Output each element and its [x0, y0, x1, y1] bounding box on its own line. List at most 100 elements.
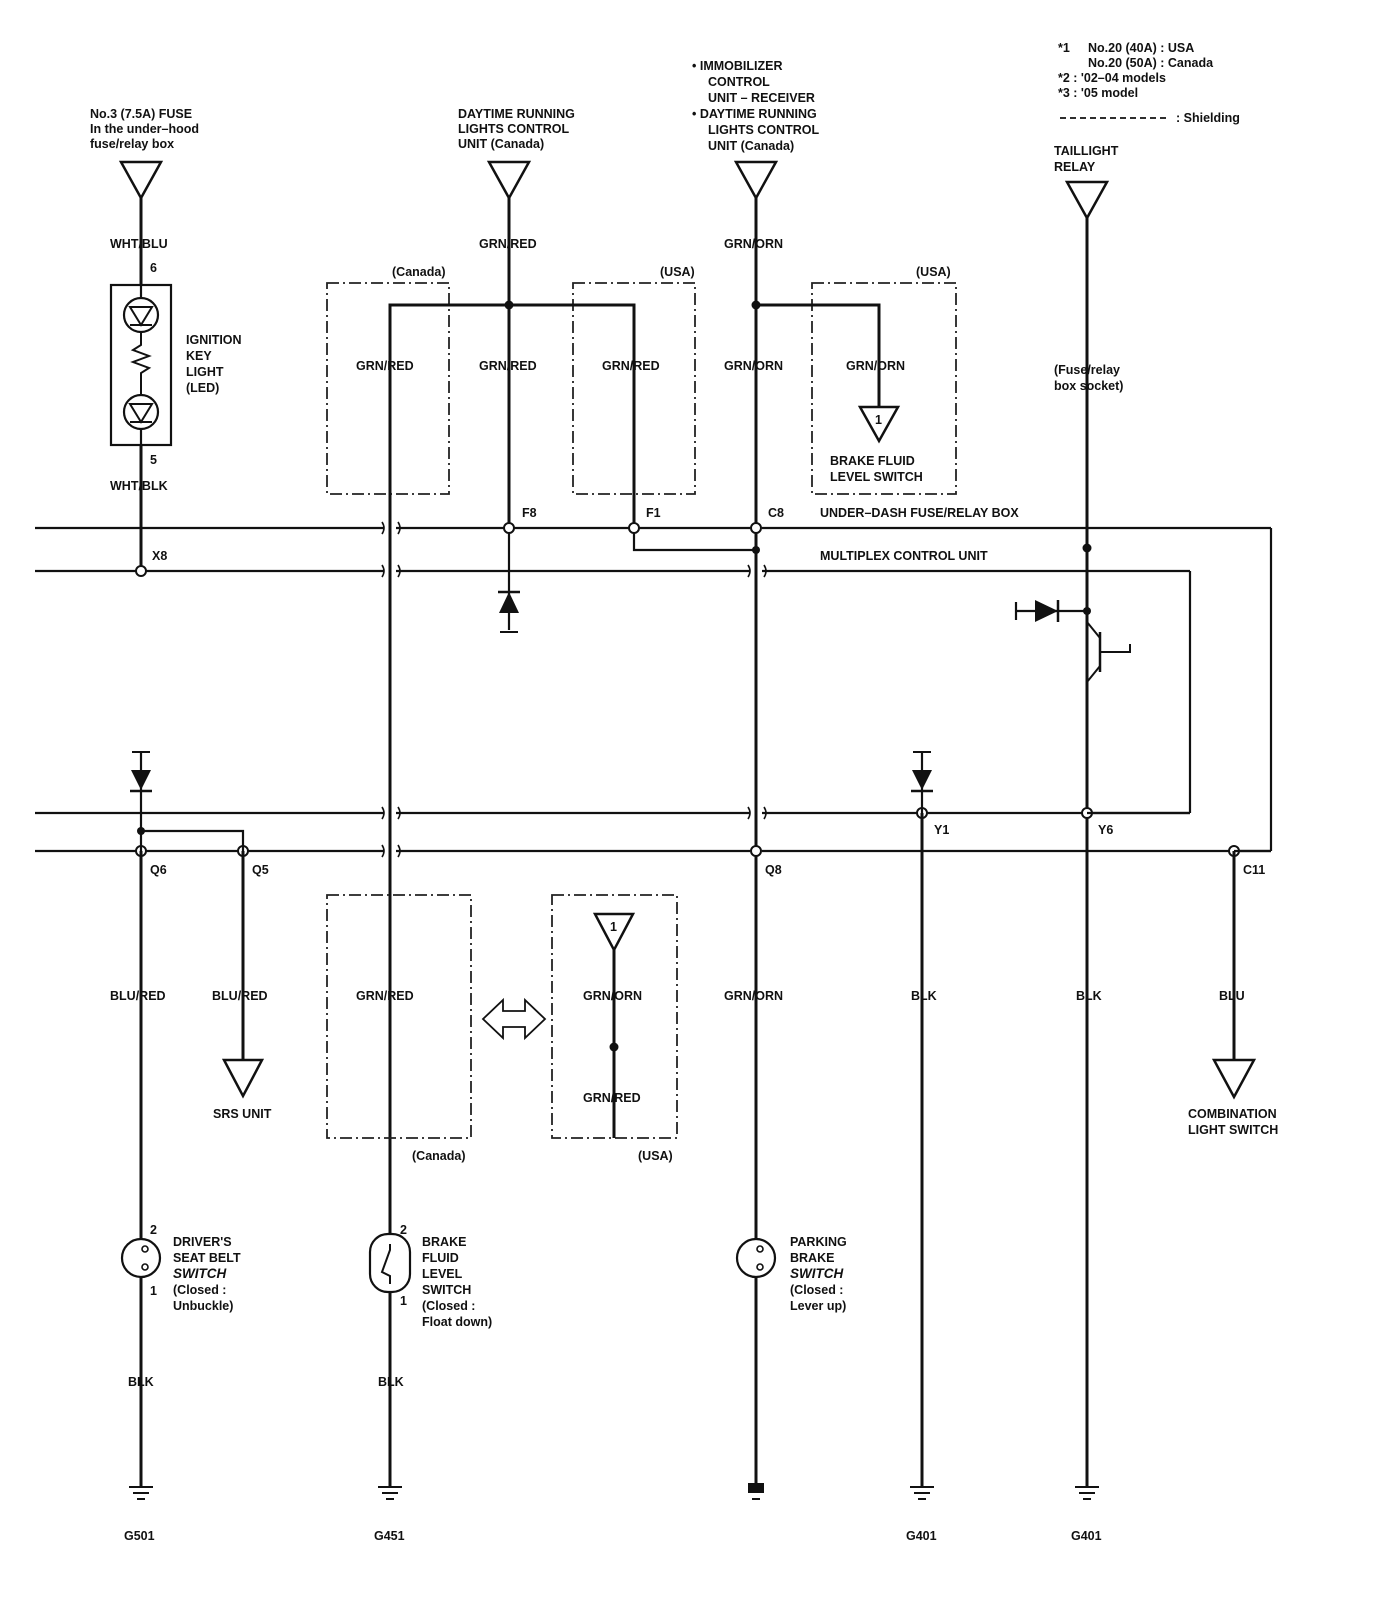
notes-block: *1 No.20 (40A) : USA No.20 (50A) : Canad… — [1058, 41, 1240, 125]
lower-region-boxes: GRN/RED (Canada) (USA) 1 GRN/ORN GRN/RED — [326, 894, 678, 1163]
ignition-label-4: (LED) — [186, 381, 219, 395]
socket-label-1: (Fuse/relay — [1054, 363, 1120, 377]
region-usa-upper-1 — [572, 282, 696, 495]
combination-label-1: COMBINATION — [1188, 1107, 1277, 1121]
terminal-q8 — [750, 845, 762, 857]
region-usa-upper-2-label: (USA) — [916, 265, 951, 279]
wire-q6-q5-link — [141, 829, 245, 851]
source-immobilizer: • IMMOBILIZER CONTROL UNIT – RECEIVER • … — [692, 59, 819, 201]
terminal-y1-label: Y1 — [934, 823, 949, 837]
brakefluid-label-4: SWITCH — [422, 1283, 471, 1297]
led-upper-diode — [128, 306, 154, 327]
ground-g401-icon — [910, 1486, 934, 1500]
wire-label-blk-taillight: BLK — [1076, 989, 1102, 1003]
taillight-label-2: RELAY — [1054, 160, 1096, 174]
ground-g401-b-icon — [1075, 1486, 1099, 1500]
terminals: X8 F8 F1 C8 Q6 Q5 Q8 Y1 Y6 C11 — [135, 506, 1265, 877]
fuse-box-label: UNDER–DASH FUSE/RELAY BOX — [820, 506, 1019, 520]
terminal-x8 — [135, 565, 147, 577]
seatbelt-label-1: DRIVER'S — [173, 1235, 232, 1249]
seatbelt-label-4: (Closed : — [173, 1283, 226, 1297]
note-1-canada: No.20 (50A) : Canada — [1088, 56, 1214, 70]
diode-q6-icon — [131, 770, 151, 790]
splice-usa-lower — [609, 1042, 619, 1052]
ignition-label-3: LIGHT — [186, 365, 224, 379]
ground-g451-label: G451 — [374, 1529, 405, 1543]
upper-region-boxes: (Canada) (USA) (USA) — [326, 265, 957, 495]
wire-label-blu: BLU — [1219, 989, 1245, 1003]
taillight-connector-icon — [1064, 180, 1110, 221]
lower-wires: BLU/RED BLU/RED SRS UNIT GRN/ORN BLK BLU… — [110, 811, 1278, 1487]
drl-label-3: UNIT (Canada) — [458, 137, 544, 151]
wire-label-blk-brakefluid: BLK — [378, 1375, 404, 1389]
taillight-circuit: (Fuse/relay box socket) BLK — [1014, 218, 1131, 1487]
source-drl: DAYTIME RUNNING LIGHTS CONTROL UNIT (Can… — [458, 107, 575, 201]
terminal-x8-label: X8 — [152, 549, 167, 563]
parking-brake-switch: PARKING BRAKE SWITCH (Closed : Lever up) — [735, 1235, 847, 1313]
combination-connector-icon — [1211, 1058, 1257, 1100]
wire-label-grn-orn-2: GRN/ORN — [724, 359, 783, 373]
ref-connector-upper-num: 1 — [875, 413, 882, 427]
ignition-label-1: IGNITION — [186, 333, 242, 347]
brakefluid-label-5: (Closed : — [422, 1299, 475, 1313]
diode-taillight-icon — [1035, 600, 1058, 622]
brake-fluid-switch: 2 1 BRAKE FLUID LEVEL SWITCH (Closed : F… — [368, 1223, 492, 1329]
wire-label-grn-red-lower: GRN/RED — [356, 989, 414, 1003]
immobilizer-connector-icon — [733, 160, 779, 201]
seatbelt-contact-2 — [141, 1263, 149, 1271]
ground-g401-a-label: G401 — [906, 1529, 937, 1543]
wire-f1-jumper — [632, 528, 756, 552]
ground-g451-icon — [378, 1486, 402, 1500]
combination-label-2: LIGHT SWITCH — [1188, 1123, 1278, 1137]
srs-unit-label: SRS UNIT — [213, 1107, 272, 1121]
fuse-label-2: In the under–hood — [90, 122, 199, 136]
brakefluid-pin-bottom: 1 — [400, 1294, 407, 1308]
seatbelt-pin-top: 2 — [150, 1223, 157, 1237]
immo-label-4: • DAYTIME RUNNING — [692, 107, 817, 121]
wire-label-grn-red-usa: GRN/RED — [583, 1091, 641, 1105]
wire-label-grn-orn-usa: GRN/ORN — [583, 989, 642, 1003]
wire-label-grn-orn-lower: GRN/ORN — [724, 989, 783, 1003]
ref-connector-lower-icon — [592, 912, 636, 953]
seatbelt-contact-1 — [141, 1245, 149, 1253]
region-canada-upper-label: (Canada) — [392, 265, 445, 279]
seatbelt-pin-bottom: 1 — [150, 1284, 157, 1298]
seatbelt-label-5: Unbuckle) — [173, 1299, 233, 1313]
bus-break-marks — [381, 521, 767, 858]
immo-label-3: UNIT – RECEIVER — [708, 91, 815, 105]
ground-body-icon — [748, 1483, 764, 1500]
brake-ref-label-1: BRAKE FLUID — [830, 454, 915, 468]
wire-label-wht-blu: WHT/BLU — [110, 237, 168, 251]
mcu-label: MULTIPLEX CONTROL UNIT — [820, 549, 988, 563]
terminal-f1 — [628, 522, 640, 534]
wire-label-blu-red-2: BLU/RED — [212, 989, 268, 1003]
wire-grn-orn-usa — [756, 303, 881, 407]
seatbelt-switch-icon — [120, 1237, 162, 1279]
wire-label-wht-blk: WHT/BLK — [110, 479, 168, 493]
ref-connector-lower-num: 1 — [610, 920, 617, 934]
terminal-q6-label: Q6 — [150, 863, 167, 877]
wire-label-blk-seatbelt: BLK — [128, 1375, 154, 1389]
ignition-pin-top: 6 — [150, 261, 157, 275]
parking-label-2: BRAKE — [790, 1251, 834, 1265]
immo-label-2: CONTROL — [708, 75, 770, 89]
lower-diodes — [130, 751, 933, 851]
drl-label-1: DAYTIME RUNNING — [458, 107, 575, 121]
wire-label-blu-red-1: BLU/RED — [110, 989, 166, 1003]
grn-red-circuit: GRN/RED GRN/RED GRN/RED GRN/RED — [356, 198, 660, 1487]
seatbelt-label-3: SWITCH — [173, 1266, 226, 1281]
wire-label-grn-orn-1: GRN/ORN — [724, 237, 783, 251]
wire-label-grn-red-1: GRN/RED — [479, 237, 537, 251]
region-canada-lower-label: (Canada) — [412, 1149, 465, 1163]
terminal-y6-label: Y6 — [1098, 823, 1113, 837]
source-fuse: No.3 (7.5A) FUSE In the under–hood fuse/… — [90, 107, 199, 201]
fuse-label-3: fuse/relay box — [90, 137, 174, 151]
wire-label-grn-red-3: GRN/RED — [479, 359, 537, 373]
splice-c8-mcu — [752, 546, 760, 554]
terminal-q5-label: Q5 — [252, 863, 269, 877]
region-usa-upper-1-label: (USA) — [660, 265, 695, 279]
brakefluid-label-3: LEVEL — [422, 1267, 463, 1281]
immo-label-5: LIGHTS CONTROL — [708, 123, 819, 137]
fuse-label-1: No.3 (7.5A) FUSE — [90, 107, 192, 121]
